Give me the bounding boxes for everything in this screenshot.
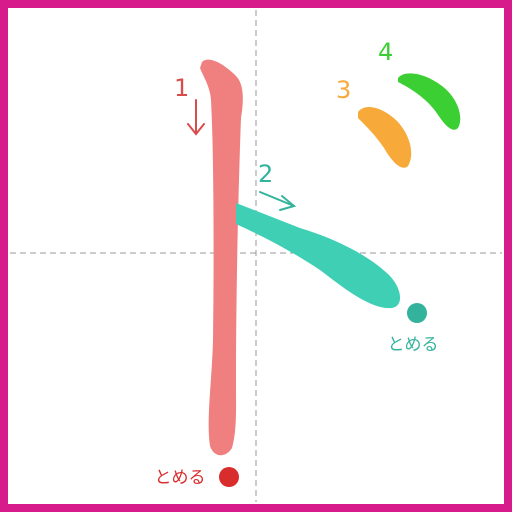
- stroke-4-number: 4: [378, 38, 393, 66]
- stroke-1-vertical: [200, 59, 243, 456]
- stop-marker-2-dot: [407, 303, 427, 323]
- stroke-3-dot: [358, 107, 412, 168]
- arrow-down-right-icon: [259, 191, 297, 211]
- arrow-down-icon: [187, 99, 205, 136]
- stroke-2-diagonal: [236, 203, 401, 309]
- stroke-4-dot: [398, 73, 461, 130]
- stroke-2-number: 2: [258, 160, 273, 188]
- stop-marker-1-label: とめる: [155, 468, 206, 488]
- stop-marker-2-label: とめる: [388, 335, 439, 355]
- stroke-1-number: 1: [174, 74, 189, 102]
- stroke-3-number: 3: [336, 76, 351, 104]
- stop-marker-1-dot: [219, 467, 239, 487]
